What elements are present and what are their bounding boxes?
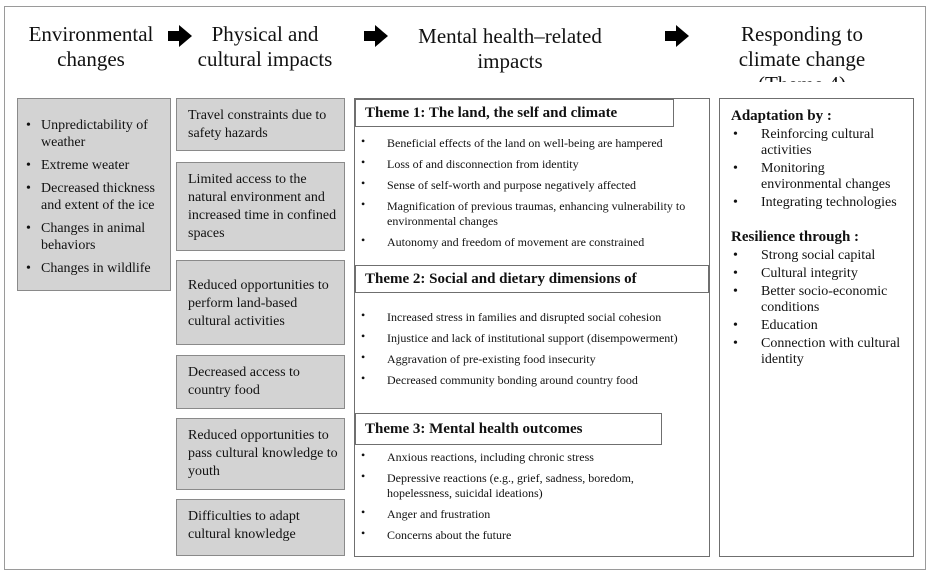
list-item: Loss of and disconnection from identity (355, 155, 699, 172)
environmental-changes-list: Unpredictability of weather Extreme weat… (24, 117, 166, 277)
list-item: Increased stress in families and disrupt… (355, 308, 678, 325)
list-item: Decreased thickness and extent of the ic… (24, 180, 166, 214)
adaptation-list: Reinforcing cultural activities Monitori… (731, 127, 909, 211)
impact-box-country-food: Decreased access to country food (176, 355, 345, 409)
resilience-heading: Resilience through : (731, 229, 860, 245)
impact-box-reduced-land-activities: Reduced opportunities to perform land-ba… (176, 260, 345, 345)
impact-box-travel-constraints: Travel constraints due to safety hazards (176, 98, 345, 151)
responding-box: Adaptation by : Reinforcing cultural act… (719, 98, 914, 557)
list-item-text: Magnification of previous traumas, enhan… (387, 199, 686, 228)
list-item: Aggravation of pre-existing food insecur… (355, 350, 678, 367)
adaptation-heading: Adaptation by : (731, 108, 832, 124)
header-line: Responding to (741, 22, 863, 46)
list-item: Concerns about the future (355, 526, 699, 543)
theme-3-list: Anxious reactions, including chronic str… (355, 448, 699, 549)
list-item: Strong social capital (731, 248, 909, 264)
header-environmental-changes: Environmental changes (16, 22, 166, 72)
list-item: Injustice and lack of institutional supp… (355, 329, 678, 346)
impact-box-limited-access: Limited access to the natural environmen… (176, 162, 345, 251)
header-line: Mental health–related (418, 24, 602, 48)
list-item-text: Depressive reactions (e.g., grief, sadne… (387, 471, 634, 500)
list-item: Better socio-economic conditions (731, 284, 909, 316)
theme-1-list: Beneficial effects of the land on well-b… (355, 134, 699, 256)
theme-1-title: Theme 1: The land, the self and climate (355, 99, 674, 127)
list-item: Decreased community bonding around count… (355, 371, 678, 388)
theme-2-title: Theme 2: Social and dietary dimensions o… (355, 265, 709, 293)
list-item: Autonomy and freedom of movement are con… (355, 233, 699, 250)
list-item: Anger and frustration (355, 505, 699, 522)
list-item: Connection with cultural identity (731, 336, 909, 368)
list-item: Changes in wildlife (24, 260, 166, 277)
header-line: impacts (477, 49, 543, 73)
impact-box-pass-knowledge: Reduced opportunities to pass cultural k… (176, 418, 345, 490)
header-line: cultural impacts (197, 47, 333, 71)
list-item: Extreme weater (24, 157, 166, 174)
header-line: climate change (738, 47, 866, 71)
theme-2-list: Increased stress in families and disrupt… (355, 308, 678, 394)
list-item: Magnification of previous traumas, enhan… (355, 197, 699, 229)
list-item: Reinforcing cultural activities (731, 127, 909, 159)
header-line: Environmental (28, 22, 154, 46)
list-item: Changes in animal behaviors (24, 220, 166, 254)
header-line: changes (57, 47, 125, 71)
resilience-list: Strong social capital Cultural integrity… (731, 248, 909, 368)
mental-health-impacts-box: Theme 1: The land, the self and climate … (354, 98, 710, 557)
arrow-right-icon (665, 25, 689, 47)
impact-box-adapt-knowledge: Difficulties to adapt cultural knowledge (176, 499, 345, 556)
header-mental-health-impacts: Mental health–related impacts (395, 24, 625, 74)
header-line: Physical and (211, 22, 319, 46)
list-item: Monitoring environmental changes (731, 161, 909, 193)
list-item: Beneficial effects of the land on well-b… (355, 134, 699, 151)
header-responding-to-climate-change: Responding to climate change (Theme 4) (712, 22, 892, 82)
header-line: (Theme 4) (712, 72, 892, 82)
environmental-changes-box: Unpredictability of weather Extreme weat… (17, 98, 171, 291)
list-item: Cultural integrity (731, 266, 909, 282)
list-item: Unpredictability of weather (24, 117, 166, 151)
arrow-right-icon (168, 25, 192, 47)
list-item: Integrating technologies (731, 195, 909, 211)
list-item: Education (731, 318, 909, 334)
list-item: Anxious reactions, including chronic str… (355, 448, 699, 465)
figure-frame (4, 6, 926, 570)
list-item: Depressive reactions (e.g., grief, sadne… (355, 469, 699, 501)
list-item: Sense of self-worth and purpose negative… (355, 176, 699, 193)
arrow-right-icon (364, 25, 388, 47)
theme-3-title: Theme 3: Mental health outcomes (355, 413, 662, 445)
header-physical-cultural-impacts: Physical and cultural impacts (185, 22, 345, 72)
